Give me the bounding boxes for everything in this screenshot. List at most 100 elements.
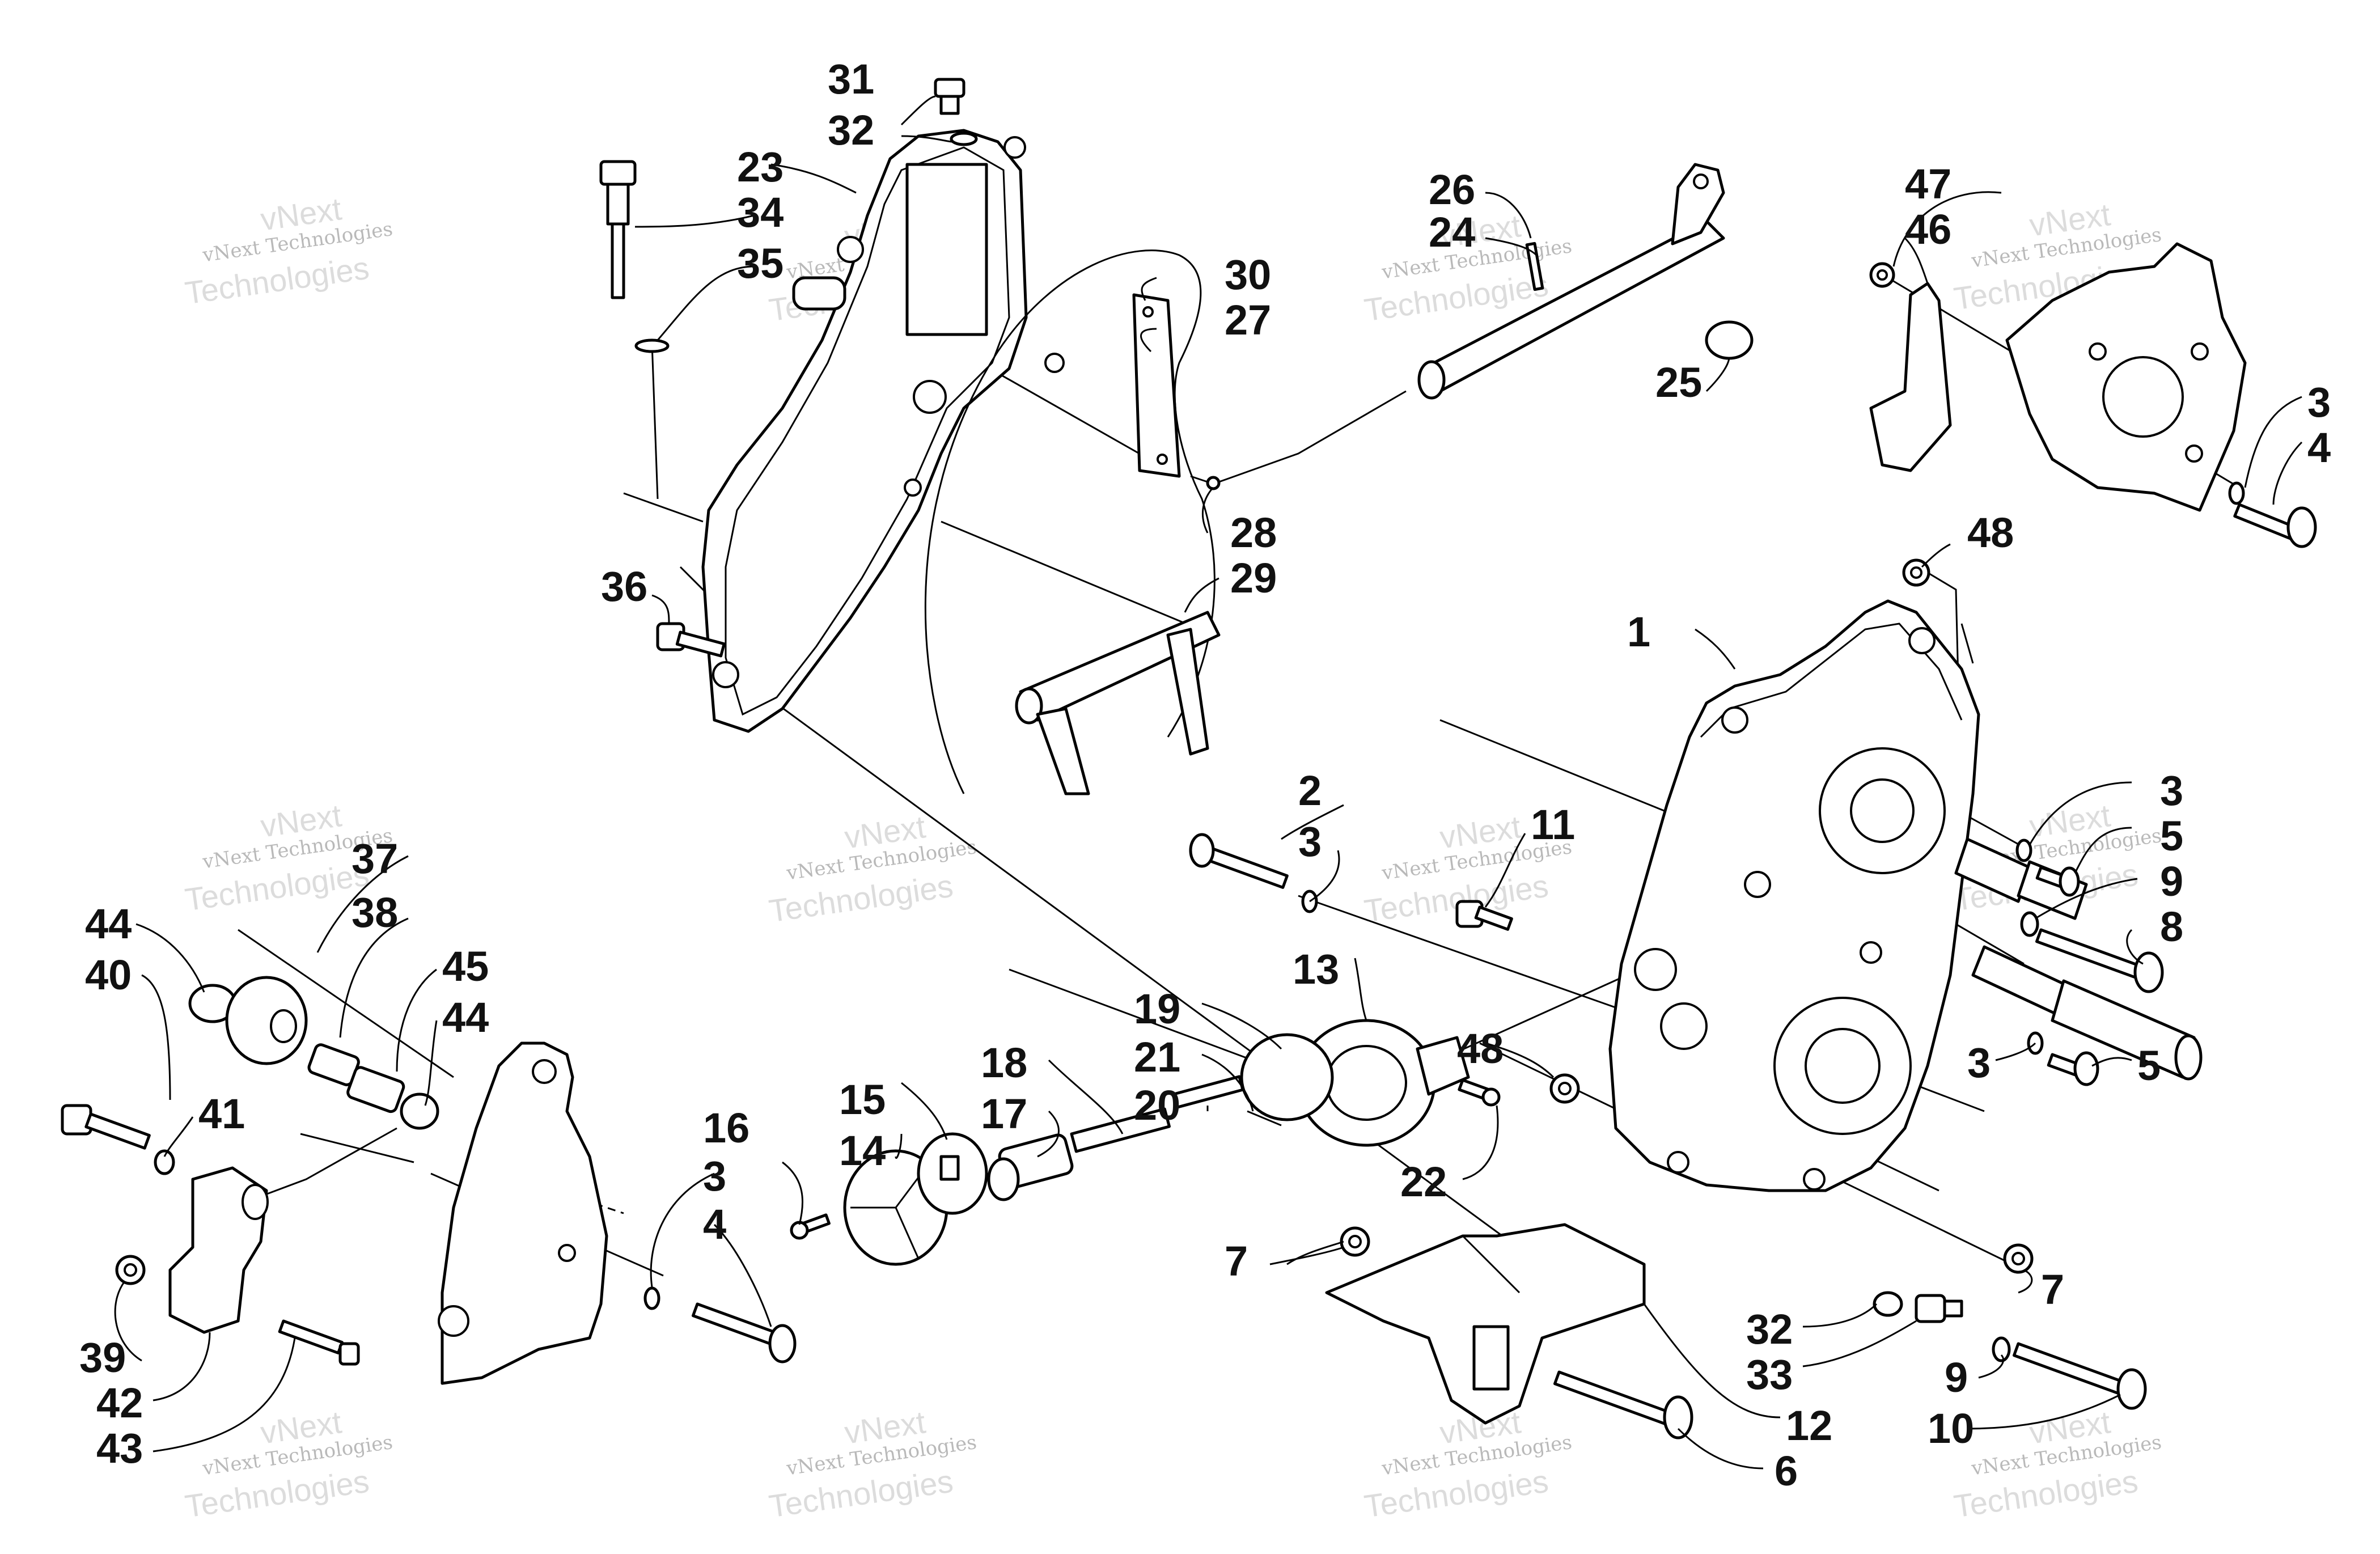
nut-7-right <box>2003 1243 2034 1274</box>
dipstick-34 <box>599 160 637 299</box>
bolt-36 <box>656 622 726 658</box>
side-cover-body <box>441 1041 608 1385</box>
guard-body <box>1325 1223 1646 1425</box>
callout-3: 3 <box>2307 379 2331 426</box>
cover-mount <box>837 236 864 263</box>
watermark: vNext Technologies vNext Technologies <box>1362 1404 1573 1524</box>
input-shaft <box>1971 945 2203 1081</box>
callout-23: 23 <box>737 143 784 190</box>
bolt-5-upper <box>2035 866 2080 897</box>
callout-19: 19 <box>1134 985 1180 1032</box>
callout-33: 33 <box>1746 1351 1793 1398</box>
callout-12: 12 <box>1786 1402 1832 1449</box>
callout-48: 48 <box>1457 1025 1504 1072</box>
callout-37: 37 <box>352 835 398 882</box>
callout-44: 44 <box>442 994 489 1041</box>
o-ring-32 <box>950 132 978 146</box>
screw-head <box>1481 1087 1501 1107</box>
callout-21: 21 <box>1134 1034 1180 1081</box>
axis-line <box>651 342 666 499</box>
case-hole <box>1667 1151 1689 1174</box>
guard-slot <box>1472 1325 1510 1391</box>
screw-head <box>790 1221 809 1240</box>
axis-line <box>1960 623 1974 664</box>
diaphragm-19 <box>1240 1033 1334 1121</box>
watermark: vNext Technologies vNext Technologies <box>183 190 394 311</box>
chain-loop <box>924 249 1216 794</box>
screw-22 <box>1458 1078 1501 1107</box>
callout-35: 35 <box>737 240 784 287</box>
casting-hole <box>2185 444 2203 463</box>
tensioner-leg <box>1036 707 1090 795</box>
callout-14: 14 <box>839 1127 886 1174</box>
callout-1: 1 <box>1627 608 1650 655</box>
bolt-head <box>768 1324 797 1364</box>
bolt-shank <box>84 1112 151 1150</box>
shaft-end <box>1417 360 1446 400</box>
plate-27 <box>1132 293 1181 478</box>
callout-9: 9 <box>2160 858 2183 905</box>
bolt-shank <box>2035 928 2144 980</box>
callout-32: 32 <box>828 107 874 154</box>
cover-mount <box>712 661 739 688</box>
washer-3-upper <box>2228 481 2245 505</box>
callout-32: 32 <box>1746 1306 1793 1353</box>
watermark: vNext Technologies vNext Technologies <box>183 1404 394 1524</box>
o-ring-32-lower <box>1873 1291 1903 1317</box>
axis-line <box>1218 390 1407 483</box>
bolt-shank <box>2012 1342 2127 1396</box>
bolt-shank <box>278 1319 344 1354</box>
cover-boss <box>792 276 846 311</box>
chaincase-1 <box>1608 599 1980 1192</box>
callout-16: 16 <box>703 1104 749 1151</box>
callout-5: 5 <box>2160 812 2183 859</box>
bolt-head <box>1663 1395 1693 1439</box>
bolt-2 <box>1189 833 1289 889</box>
callout-3: 3 <box>1967 1039 1991 1086</box>
axis-line <box>1814 1167 2025 1271</box>
axis-line <box>623 492 704 523</box>
axis-line <box>300 1133 414 1163</box>
callout-9: 9 <box>1945 1354 1968 1401</box>
housing-neck <box>1416 1036 1470 1096</box>
roll-pin-26 <box>1525 242 1544 291</box>
plunger-17 <box>987 1133 1074 1201</box>
bolt-5-lower <box>2047 1051 2099 1086</box>
case-boss <box>1660 1002 1708 1050</box>
nut-hole <box>1877 269 1888 281</box>
callout-3: 3 <box>2160 767 2183 814</box>
callout-4: 4 <box>2307 424 2331 471</box>
bolt-4-left <box>691 1302 797 1364</box>
bolt-head <box>1189 833 1215 868</box>
callout-8: 8 <box>2160 903 2183 950</box>
callout-13: 13 <box>1293 946 1339 993</box>
callout-22: 22 <box>1400 1158 1447 1205</box>
bolt-head <box>61 1104 92 1136</box>
callout-7: 7 <box>1225 1238 1248 1285</box>
bracket-body <box>1869 282 1952 472</box>
spring-20 <box>1172 1075 1244 1109</box>
callout-48: 48 <box>1967 509 2014 556</box>
cover-hole <box>904 479 922 497</box>
bolt-head <box>338 1342 360 1366</box>
roller-bore <box>270 1009 297 1043</box>
nut-39 <box>115 1255 146 1285</box>
dipstick-thread <box>606 183 630 226</box>
axis-line <box>1439 719 1679 818</box>
bolt-11 <box>1455 900 1513 931</box>
washer-44-bottom <box>400 1093 439 1130</box>
tensioner-shaft-end <box>1015 687 1043 725</box>
arm-bore <box>242 1184 269 1220</box>
housing-bore <box>1325 1045 1407 1121</box>
drain-plug-33 <box>1915 1294 1963 1323</box>
callout-40: 40 <box>85 951 132 998</box>
callout-3: 3 <box>1298 818 1322 865</box>
bolt-head <box>2116 1368 2147 1410</box>
washer-41 <box>154 1149 175 1175</box>
nut-hole <box>1910 566 1922 579</box>
callout-31: 31 <box>828 56 874 103</box>
callout-7: 7 <box>2041 1266 2064 1313</box>
bolt-shank <box>1553 1370 1672 1426</box>
bolt-head <box>2286 506 2317 548</box>
